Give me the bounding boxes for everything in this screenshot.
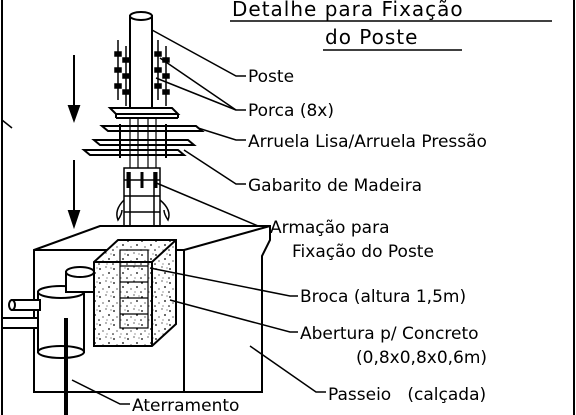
- bolts-upper: [114, 40, 170, 106]
- title-line-1: Detalhe para Fixação: [232, 0, 464, 21]
- pipe-lower: [1, 317, 39, 329]
- label-gabarito: Gabarito de Madeira: [248, 176, 422, 196]
- label-aterramento: Aterramento: [132, 396, 239, 415]
- title-line-2: do Poste: [325, 25, 418, 49]
- pole: [129, 11, 153, 113]
- down-arrow-icon: [67, 55, 81, 123]
- down-arrow-icon: [67, 160, 81, 230]
- label-abertura-line-1: Abertura p/ Concreto: [300, 324, 479, 344]
- label-passeio: Passeio (calçada): [328, 385, 486, 405]
- label-broca: Broca (altura 1,5m): [300, 287, 466, 307]
- cage-in-concrete: [119, 249, 149, 329]
- leader-lines: [71, 29, 326, 405]
- label-porca: Porca (8x): [248, 101, 334, 121]
- wooden-template: [81, 124, 205, 158]
- frame-tick: [1, 119, 13, 129]
- label-arruela: Arruela Lisa/Arruela Pressão: [248, 132, 487, 152]
- label-armacao-line-2: Fixação do Poste: [292, 242, 434, 262]
- ground-box: [37, 285, 85, 359]
- bolts-lower: [129, 118, 157, 172]
- label-armacao-line-1: Armação para: [270, 218, 389, 238]
- ground-cylinder: [65, 266, 95, 293]
- label-poste: Poste: [248, 67, 294, 87]
- label-abertura-line-2: (0,8x0,8x0,6m): [356, 348, 487, 368]
- concrete-opening: [93, 239, 177, 347]
- pipe-upper: [8, 299, 41, 311]
- pole-base-plate: [107, 107, 181, 119]
